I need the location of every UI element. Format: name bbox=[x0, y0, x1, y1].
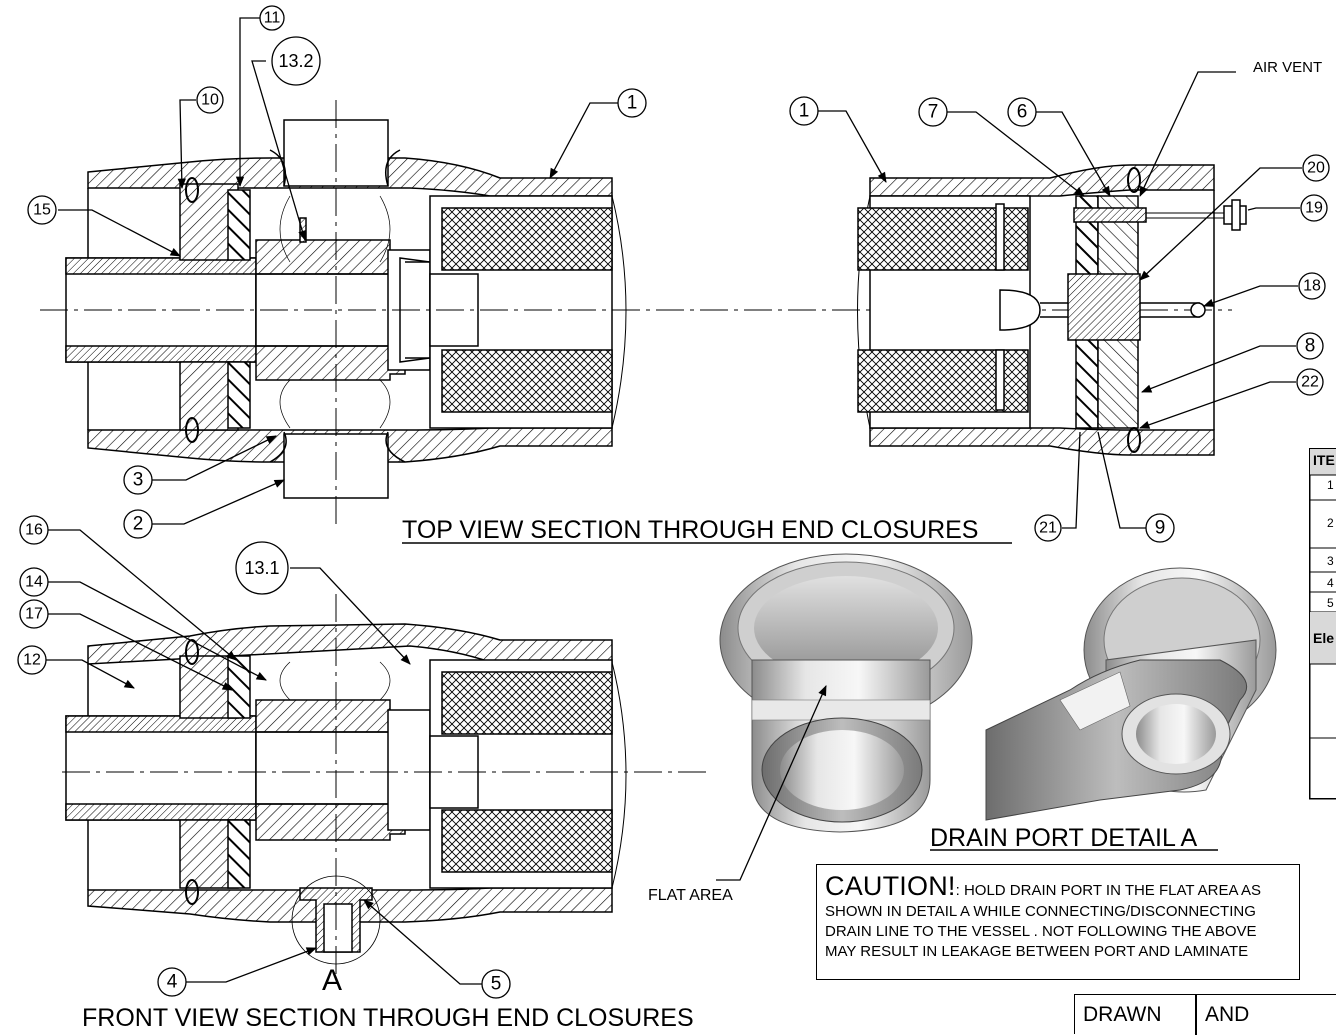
parts-table-grid bbox=[1309, 448, 1336, 800]
balloon-20: 20 bbox=[1302, 154, 1330, 182]
balloon-17: 17 bbox=[19, 599, 49, 629]
balloon-14: 14 bbox=[19, 567, 49, 597]
balloon-9-label: 9 bbox=[1155, 518, 1166, 539]
balloon-21: 21 bbox=[1034, 514, 1062, 542]
balloon-8-label: 8 bbox=[1305, 336, 1316, 357]
balloon-13-2: 13.2 bbox=[271, 36, 321, 86]
balloon-6: 6 bbox=[1007, 97, 1037, 127]
top-view-right-end bbox=[857, 164, 1247, 456]
caution-note: CAUTION!: HOLD DRAIN PORT IN THE FLAT AR… bbox=[816, 864, 1300, 980]
balloon-2: 2 bbox=[123, 509, 153, 539]
caution-title: CAUTION! bbox=[825, 871, 956, 901]
view-titles: TOP VIEW SECTION THROUGH END CLOSURES FR… bbox=[82, 59, 1322, 1032]
part-balloons: 1 1 11 13.2 10 15 3 2 7 6 20 19 18 8 22 … bbox=[17, 5, 1330, 999]
title-block-divider bbox=[1195, 995, 1197, 1035]
balloon-12: 12 bbox=[17, 645, 47, 675]
title-block: DRAWN AND bbox=[1074, 994, 1336, 1035]
table-row-1: 1 bbox=[1327, 478, 1334, 492]
balloon-19-label: 19 bbox=[1305, 200, 1323, 217]
balloon-5-label: 5 bbox=[491, 974, 502, 995]
front-view-section bbox=[65, 623, 627, 965]
balloon-17-label: 17 bbox=[25, 606, 43, 623]
table-header-item: ITE bbox=[1313, 452, 1335, 468]
balloon-8: 8 bbox=[1296, 332, 1324, 360]
table-electrical-label: Ele bbox=[1313, 630, 1335, 646]
balloon-15: 15 bbox=[27, 195, 57, 225]
balloon-16: 16 bbox=[19, 515, 49, 545]
balloon-19: 19 bbox=[1300, 194, 1328, 222]
balloon-22: 22 bbox=[1296, 368, 1324, 396]
balloon-18-label: 18 bbox=[1303, 278, 1321, 295]
balloon-4-label: 4 bbox=[167, 972, 178, 993]
detail-view-title: DRAIN PORT DETAIL A bbox=[930, 824, 1198, 852]
balloon-11: 11 bbox=[259, 5, 285, 31]
drawn-value: AND bbox=[1205, 1003, 1250, 1026]
caution-line-3: DRAIN LINE TO THE VESSEL . NOT FOLLOWING… bbox=[825, 923, 1257, 940]
balloon-13-1: 13.1 bbox=[235, 541, 289, 595]
balloon-4: 4 bbox=[157, 967, 187, 997]
top-view-title: TOP VIEW SECTION THROUGH END CLOSURES bbox=[402, 516, 978, 544]
balloon-3: 3 bbox=[123, 465, 153, 495]
table-row-3: 3 bbox=[1327, 554, 1334, 568]
balloon-10: 10 bbox=[196, 86, 224, 114]
balloon-20-label: 20 bbox=[1307, 160, 1325, 177]
drawn-label: DRAWN bbox=[1083, 1003, 1162, 1026]
air-vent-label: AIR VENT bbox=[1253, 59, 1322, 76]
table-row-5: 5 bbox=[1327, 596, 1334, 610]
front-view-centerlines bbox=[62, 594, 708, 976]
balloon-18: 18 bbox=[1298, 272, 1326, 300]
balloon-16-label: 16 bbox=[25, 522, 43, 539]
balloon-2-label: 2 bbox=[133, 514, 144, 535]
balloon-21-label: 21 bbox=[1039, 520, 1057, 537]
balloon-1-top-left: 1 bbox=[617, 88, 647, 118]
balloon-13-2-label: 13.2 bbox=[278, 51, 313, 71]
balloon-9: 9 bbox=[1145, 513, 1175, 543]
front-view-title: FRONT VIEW SECTION THROUGH END CLOSURES bbox=[82, 1004, 694, 1032]
balloon-6-label: 6 bbox=[1017, 102, 1028, 123]
caution-lead: : HOLD DRAIN PORT IN THE FLAT AREA AS bbox=[955, 882, 1261, 899]
balloon-1-top-right: 1 bbox=[789, 96, 819, 126]
balloon-11-label: 11 bbox=[264, 10, 281, 27]
detail-marker-a: A bbox=[322, 964, 342, 997]
drain-port-render-right bbox=[985, 567, 1277, 821]
drain-port-render-left bbox=[719, 553, 973, 833]
balloon-3-label: 3 bbox=[133, 470, 144, 491]
caution-line-2: SHOWN IN DETAIL A WHILE CONNECTING/DISCO… bbox=[825, 903, 1256, 920]
flat-area-label: FLAT AREA bbox=[648, 887, 733, 904]
balloon-7-label: 7 bbox=[928, 102, 939, 123]
balloon-13-1-label: 13.1 bbox=[244, 558, 279, 578]
balloon-1-top-right-label: 1 bbox=[799, 101, 810, 122]
balloon-22-label: 22 bbox=[1301, 374, 1319, 391]
table-row-4: 4 bbox=[1327, 576, 1334, 590]
balloon-14-label: 14 bbox=[25, 574, 43, 591]
balloon-10-label: 10 bbox=[201, 92, 219, 109]
balloon-1-top-left-label: 1 bbox=[627, 93, 638, 114]
leader-lines bbox=[46, 17, 1302, 985]
caution-line-4: MAY RESULT IN LEAKAGE BETWEEN PORT AND L… bbox=[825, 943, 1249, 960]
balloon-12-label: 12 bbox=[23, 652, 41, 669]
balloon-7: 7 bbox=[918, 97, 948, 127]
table-row-2: 2 bbox=[1327, 516, 1334, 530]
balloon-5: 5 bbox=[481, 969, 511, 999]
parts-table-fragment: ITE 1 2 3 4 5 Ele bbox=[1309, 448, 1336, 800]
balloon-15-label: 15 bbox=[33, 202, 51, 219]
top-view-left-end bbox=[65, 119, 627, 499]
